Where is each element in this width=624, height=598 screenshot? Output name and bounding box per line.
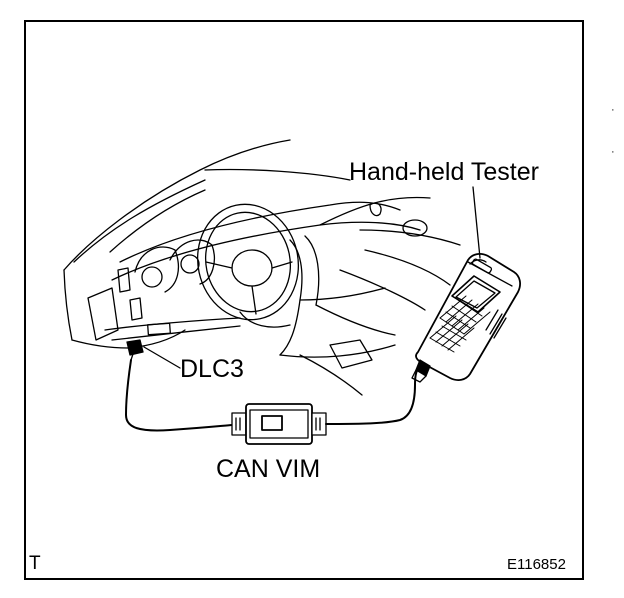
margin-tick-mark: ·: [611, 104, 615, 116]
dlc3-connector: [126, 339, 181, 369]
can-vim-label: CAN VIM: [216, 455, 321, 483]
corner-mark: T: [29, 553, 41, 574]
hand-held-tester-label: Hand-held Tester: [349, 158, 539, 186]
car-interior-drawing: [63, 139, 461, 396]
dlc3-label: DLC3: [180, 355, 244, 383]
tester-leader-line: [472, 186, 481, 259]
cable-dlc3-to-vim: [125, 359, 233, 432]
can-vim-module: [231, 403, 327, 445]
margin-tick-mark: ·: [611, 146, 615, 158]
figure-code: E116852: [507, 556, 566, 573]
cable-vim-to-tester: [325, 365, 421, 425]
hand-held-tester: [411, 253, 521, 383]
